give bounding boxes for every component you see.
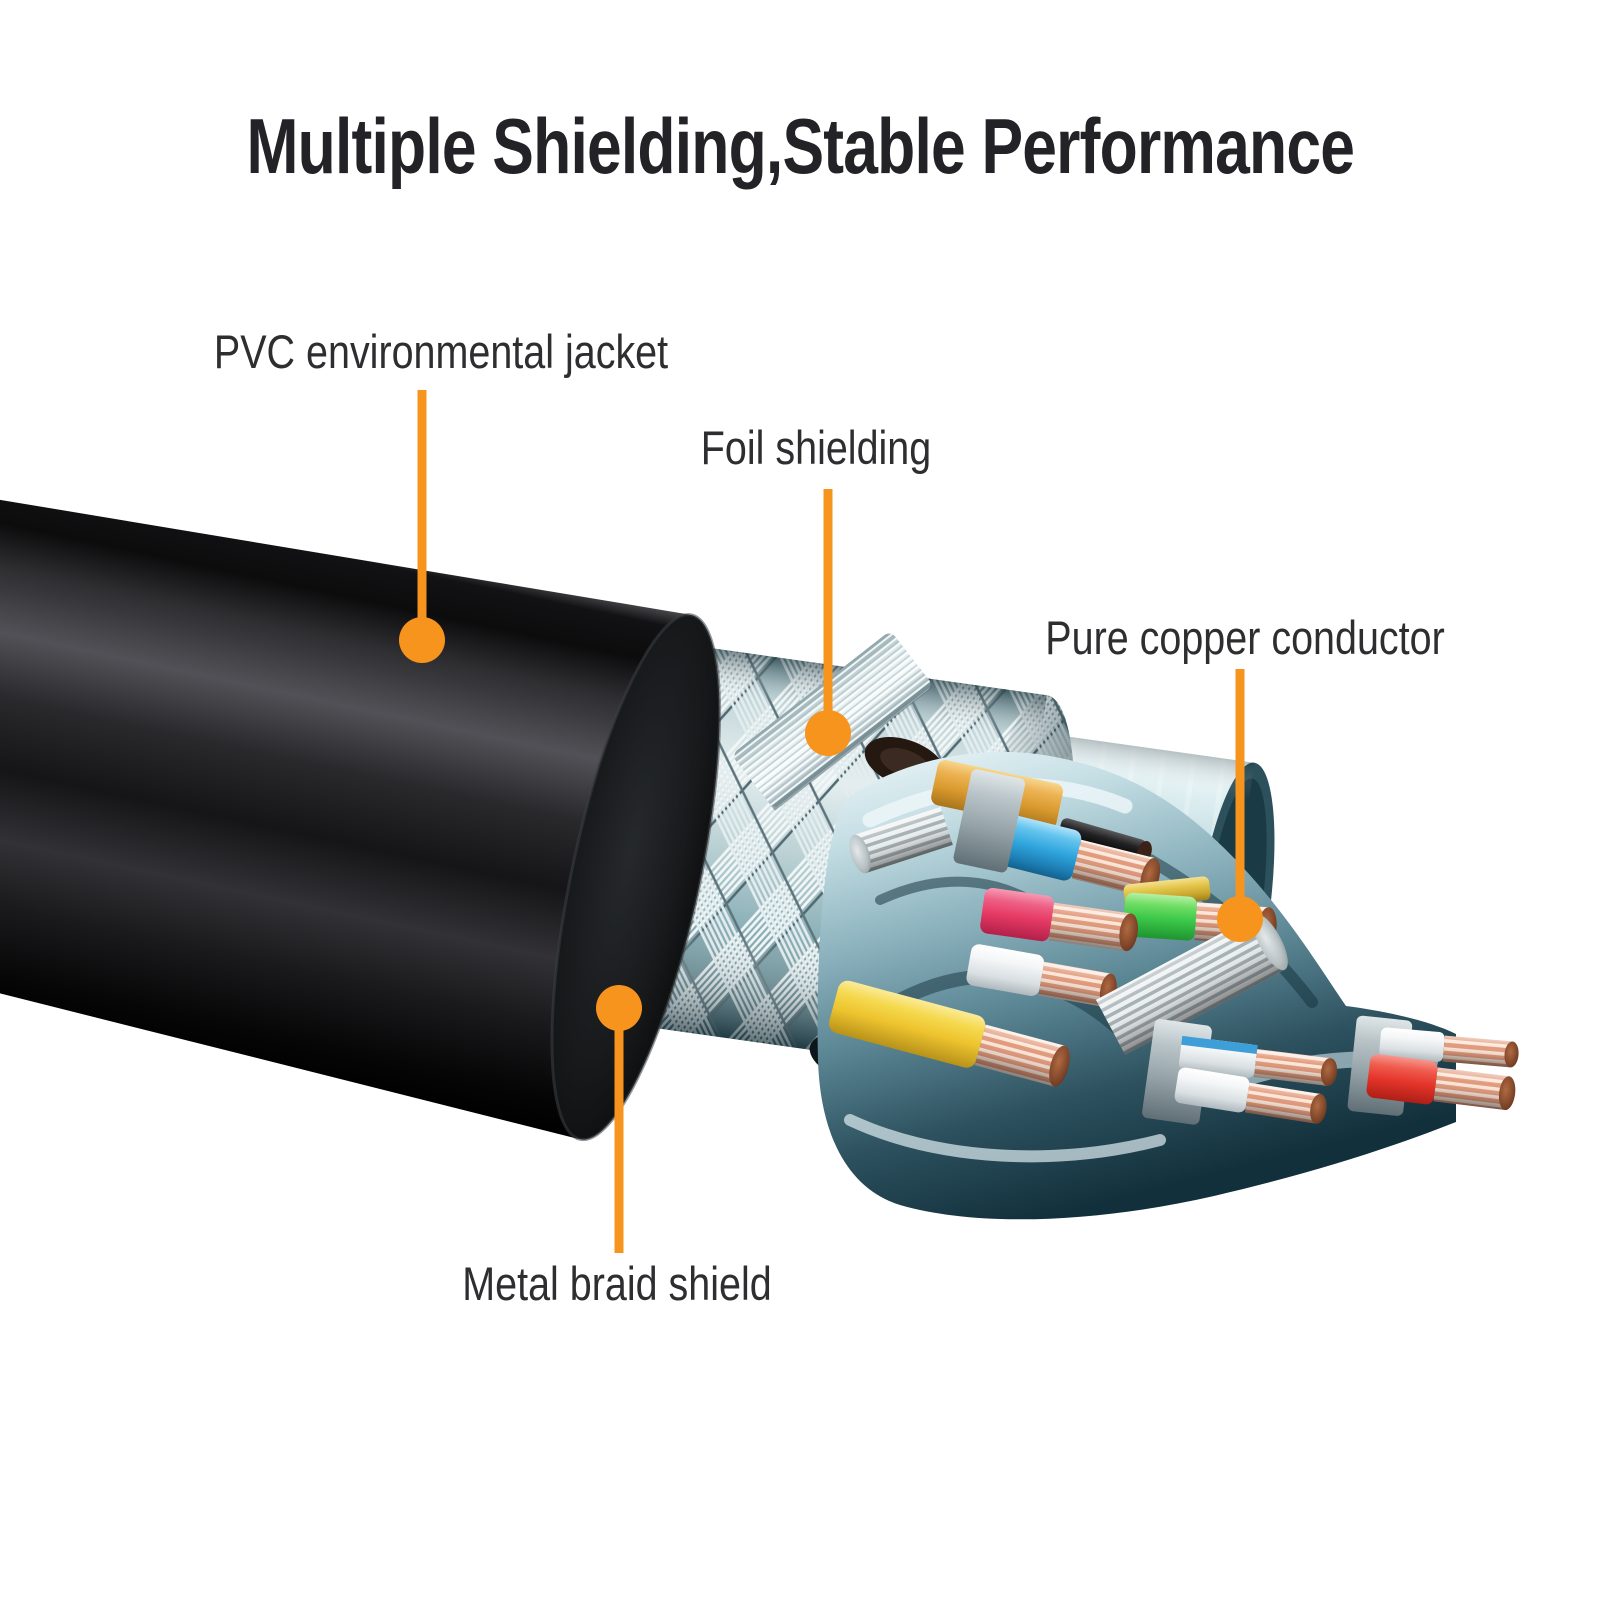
callout-dot-copper bbox=[1217, 896, 1263, 942]
wire-pink bbox=[980, 887, 1138, 952]
foil-clamp-top bbox=[953, 769, 1026, 873]
callout-label-pvc-jacket: PVC environmental jacket bbox=[213, 325, 669, 378]
wire-white-mid bbox=[966, 944, 1117, 1008]
wire-white-bluestripe bbox=[1178, 1035, 1338, 1086]
wire-blue bbox=[994, 814, 1161, 898]
callout-annotations bbox=[399, 390, 1263, 1253]
callout-dot-foil bbox=[805, 710, 851, 756]
wire-white-a2 bbox=[1174, 1067, 1327, 1124]
drain-wire-small bbox=[849, 806, 953, 874]
core-bundle bbox=[809, 737, 1519, 1220]
drain-wire-big bbox=[1095, 914, 1288, 1055]
wire-yellow-big bbox=[828, 980, 1070, 1087]
callout-label-copper-conductor: Pure copper conductor bbox=[1045, 611, 1445, 664]
pvc-jacket-layer bbox=[0, 481, 722, 1142]
callout-label-metal-braid: Metal braid shield bbox=[462, 1257, 772, 1310]
page-title: Multiple Shielding,Stable Performance bbox=[246, 102, 1354, 190]
callout-dot-pvc bbox=[399, 617, 445, 663]
callout-label-foil-shielding: Foil shielding bbox=[700, 421, 932, 474]
callout-dot-braid bbox=[596, 985, 642, 1031]
wire-white-b bbox=[1379, 1027, 1519, 1068]
wire-red bbox=[1366, 1054, 1516, 1111]
